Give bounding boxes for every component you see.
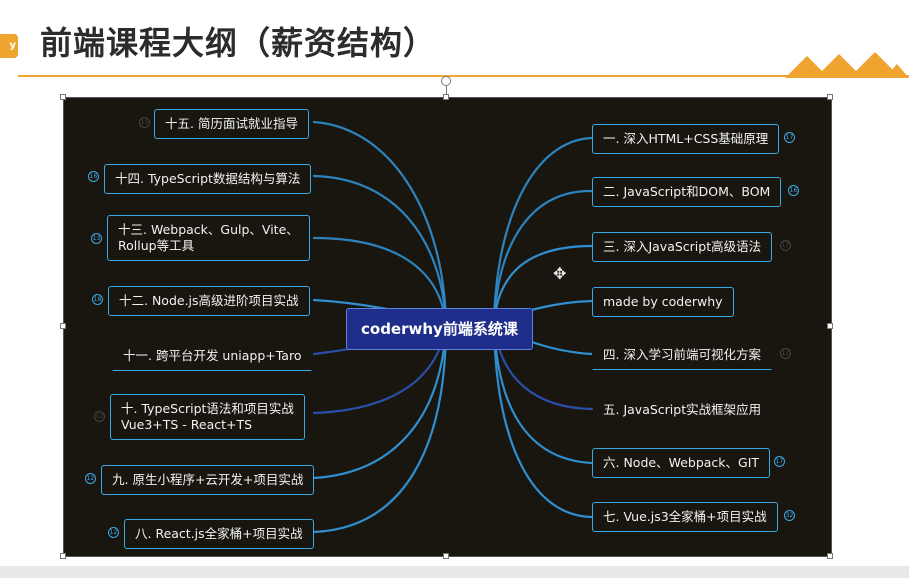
bottom-scrollbar[interactable] (0, 566, 909, 578)
badge-8: 12 (108, 527, 119, 538)
course-node-13[interactable]: 十三. Webpack、Gulp、Vite、 Rollup等工具 (107, 215, 310, 261)
resize-handle-bottom-center[interactable] (443, 553, 449, 559)
course-node-6[interactable]: 六. Node、Webpack、GIT (592, 448, 771, 478)
course-node-9[interactable]: 九. 原生小程序+云开发+项目实战 (101, 465, 315, 495)
course-node-12[interactable]: 十二. Node.js高级进阶项目实战 (108, 286, 310, 316)
course-node-13-line1: 十三. Webpack、Gulp、Vite、 (118, 222, 299, 237)
pointer-cursor-icon: ✥ (553, 264, 567, 283)
rotate-handle-stem (446, 86, 447, 95)
mindmap-center-node[interactable]: coderwhy前端系统课 (346, 308, 533, 350)
connector-lines (312, 120, 594, 534)
course-node-15[interactable]: 十五. 简历面试就业指导 (154, 109, 309, 139)
resize-handle-bottom-left[interactable] (60, 553, 66, 559)
course-node-13-line2: Rollup等工具 (118, 238, 195, 253)
course-node-3[interactable]: 三. 深入JavaScript高级语法 (592, 232, 773, 262)
badge-6: 17 (774, 456, 785, 467)
course-node-5[interactable]: 五. JavaScript实战框架应用 (603, 402, 762, 417)
mountain-decoration-icon (785, 52, 909, 78)
course-node-4[interactable]: 四. 深入学习前端可视化方案 (592, 340, 772, 370)
course-node-10-line1: 十. TypeScript语法和项目实战 (121, 401, 294, 416)
title-divider (18, 75, 909, 77)
course-node-14[interactable]: 十四. TypeScript数据结构与算法 (104, 164, 312, 194)
badge-15: 15 (139, 117, 150, 128)
badge-7: 32 (784, 510, 795, 521)
resize-handle-top-right[interactable] (827, 94, 833, 100)
resize-handle-middle-right[interactable] (827, 323, 833, 329)
course-node-2[interactable]: 二. JavaScript和DOM、BOM (592, 177, 782, 207)
badge-1: 17 (784, 132, 795, 143)
course-node-7[interactable]: 七. Vue.js3全家桶+项目实战 (592, 502, 778, 532)
badge-4: 12 (780, 348, 791, 359)
badge-13: 13 (91, 233, 102, 244)
badge-12: 18 (92, 294, 103, 305)
rotate-handle-icon[interactable] (441, 76, 451, 86)
made-by-node[interactable]: made by coderwhy (592, 287, 734, 317)
brand-logo: y (0, 34, 18, 58)
course-node-8[interactable]: 八. React.js全家桶+项目实战 (124, 519, 314, 549)
badge-10: 12 (94, 411, 105, 422)
resize-handle-middle-left[interactable] (60, 323, 66, 329)
resize-handle-bottom-right[interactable] (827, 553, 833, 559)
resize-handle-top-left[interactable] (60, 94, 66, 100)
page-title: 前端课程大纲（薪资结构） (40, 24, 437, 62)
badge-2: 16 (788, 185, 799, 196)
course-node-11[interactable]: 十一. 跨平台开发 uniapp+Taro (112, 341, 313, 371)
course-node-10-line2: Vue3+TS - React+TS (121, 417, 253, 432)
badge-3: 17 (780, 240, 791, 251)
course-node-10[interactable]: 十. TypeScript语法和项目实战 Vue3+TS - React+TS (110, 394, 305, 440)
badge-14: 16 (88, 171, 99, 182)
badge-9: 12 (85, 473, 96, 484)
mindmap-image[interactable]: coderwhy前端系统课 十五. 简历面试就业指导 15 十四. TypeSc… (63, 97, 832, 557)
course-node-1[interactable]: 一. 深入HTML+CSS基础原理 (592, 124, 780, 154)
